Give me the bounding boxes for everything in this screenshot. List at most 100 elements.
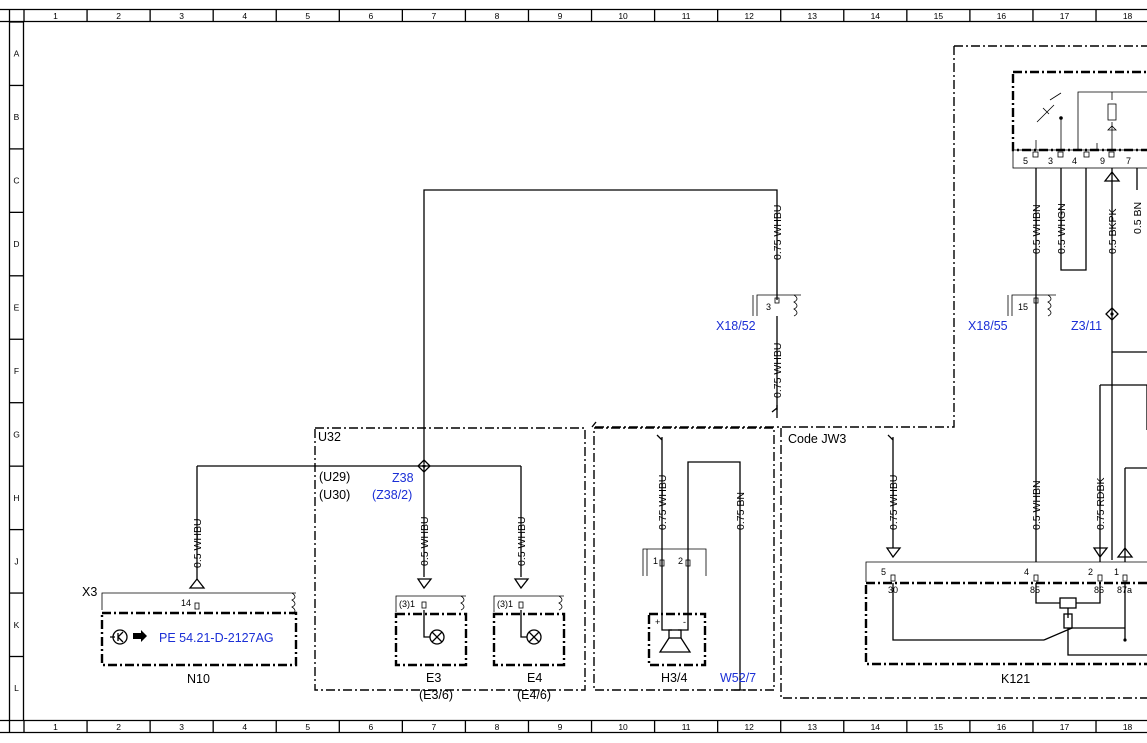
rdbk-arrow [1092, 547, 1109, 559]
e4-label: E4 [527, 671, 542, 685]
u32-box [314, 427, 586, 691]
svg-text:7: 7 [1126, 156, 1131, 166]
horn-icon [658, 614, 692, 653]
svg-text:4: 4 [1024, 567, 1029, 577]
wire-u32-top [423, 189, 778, 464]
wire-h3-4 [656, 434, 663, 614]
e4-pin: (3)1 [497, 599, 513, 609]
e4-arrow [513, 578, 530, 590]
row-letter: A [14, 49, 20, 59]
h3-4-label: H3/4 [661, 671, 687, 685]
z38-label: Z38 [392, 471, 414, 485]
column-number: 15 [934, 722, 944, 732]
svg-text:3: 3 [766, 302, 771, 312]
column-number: 9 [558, 722, 563, 732]
svg-text:5: 5 [1023, 156, 1028, 166]
column-number: 1 [53, 11, 58, 21]
row-letter: J [14, 556, 18, 566]
wire-label-h34: 0.75 WHBU [657, 475, 669, 530]
wire-bn [687, 461, 746, 691]
x18-52-connector: 3 [752, 294, 801, 317]
h3-4-box [593, 427, 775, 691]
column-number: 16 [997, 11, 1007, 21]
h3-4-plus: + [655, 617, 660, 627]
wire-whgn-right [1060, 168, 1087, 271]
wire-labels: 0.75 WHBU 0.75 WHBU 0.5 WHBU 0.5 WHBU 0.… [192, 202, 1144, 568]
u30-label: (U30) [319, 488, 350, 502]
wire-label-whgn: 0.5 WHGN [1056, 203, 1068, 254]
row-letter: C [13, 176, 19, 186]
column-number: 12 [744, 722, 754, 732]
column-ruler: 1122334455667788991010111112121313141415… [23, 9, 1133, 733]
k121-connector [865, 561, 1147, 582]
row-letter: L [14, 683, 19, 693]
svg-text:9: 9 [1100, 156, 1105, 166]
column-number: 3 [179, 722, 184, 732]
column-number: 18 [1123, 11, 1133, 21]
x18-55-connector: 15 [1007, 294, 1056, 317]
wire-label-bn-edge: 0.5 BN [1132, 202, 1144, 234]
h3-4-connector [642, 548, 707, 576]
wire-jw3 [887, 434, 894, 548]
right-arrow [1116, 546, 1134, 558]
wire-label-n10: 0.5 WHBU [192, 518, 204, 568]
column-number: 5 [305, 722, 310, 732]
k121-pins: 5 30 4 85 2 86 1 87a [881, 567, 1132, 595]
wire-label-top: 0.75 WHBU [772, 205, 784, 260]
column-number: 15 [934, 11, 944, 21]
svg-text:85: 85 [1030, 585, 1040, 595]
column-number: 4 [242, 11, 247, 21]
jw3-arrow [885, 547, 902, 559]
column-number: 10 [618, 11, 628, 21]
z38-2-label: (Z38/2) [372, 488, 412, 502]
n10-ref-link[interactable]: PE 54.21-D-2127AG [159, 631, 274, 645]
column-number: 17 [1060, 722, 1070, 732]
h3-4-pin2: 2 [678, 556, 683, 566]
u29-label: (U29) [319, 470, 350, 484]
svg-text:4: 4 [1072, 156, 1077, 166]
column-number: 2 [116, 11, 121, 21]
svg-text:15: 15 [1018, 302, 1028, 312]
wire-label-e4: 0.5 WHBU [516, 516, 528, 566]
svg-text:1: 1 [1114, 567, 1119, 577]
column-number: 6 [368, 722, 373, 732]
wire-label-e3: 0.5 WHBU [419, 516, 431, 566]
e4-connector [493, 595, 564, 612]
column-number: 10 [618, 722, 628, 732]
relay-pin-strip [1012, 149, 1147, 169]
wire-label-rdbk: 0.75 RDBK [1095, 477, 1107, 530]
row-letter: B [14, 112, 20, 122]
column-number: 18 [1123, 722, 1133, 732]
z3-11-splice [1105, 307, 1119, 321]
h3-4-minus: - [683, 617, 686, 627]
column-number: 9 [558, 11, 563, 21]
x18-52-label: X18/52 [716, 319, 756, 333]
wire-label-jw3: 0.75 WHBU [888, 475, 900, 530]
svg-text:2: 2 [1088, 567, 1093, 577]
e3-alt-label: (E3/6) [419, 688, 453, 702]
row-letter: F [14, 366, 19, 376]
n10-box [100, 611, 298, 667]
e3-pin: (3)1 [399, 599, 415, 609]
column-number: 8 [495, 11, 500, 21]
svg-text:86: 86 [1094, 585, 1104, 595]
column-number: 14 [871, 11, 881, 21]
x18-55-label: X18/55 [968, 319, 1008, 333]
wire-label-whbn-hi: 0.5 WHBN [1031, 204, 1043, 254]
column-number: 7 [432, 11, 437, 21]
x3-pin: 14 [181, 598, 191, 608]
wire-label-bkpk: 0.5 BKPK [1107, 208, 1119, 254]
code-jw3-box [780, 428, 1147, 699]
row-letter: E [14, 303, 20, 313]
column-number: 6 [368, 11, 373, 21]
column-number: 11 [682, 722, 691, 732]
e3-lamp-icon [423, 610, 445, 645]
column-number: 11 [682, 11, 691, 21]
column-number: 5 [305, 11, 310, 21]
h3-4-inner-box [647, 612, 707, 667]
column-number: 14 [871, 722, 881, 732]
e3-connector [395, 595, 466, 612]
n10-label: N10 [187, 672, 210, 686]
